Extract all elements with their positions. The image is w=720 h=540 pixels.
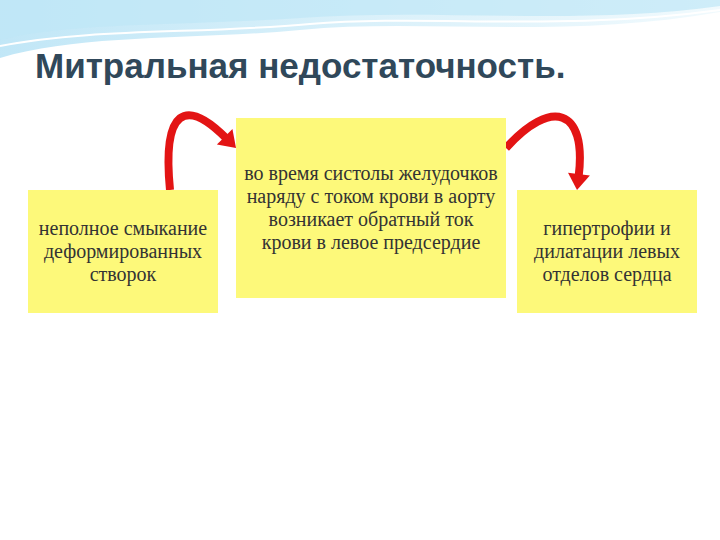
arrow-line <box>506 117 580 176</box>
process-box: во время систолы желудочков наряду с ток… <box>236 118 506 298</box>
slide-title: Митральная недостаточность. <box>35 44 565 88</box>
box-text: гипертрофии и дилатации левых отделов се… <box>523 217 691 286</box>
arrow-line <box>168 115 226 190</box>
curved-arrow <box>506 117 590 190</box>
process-box: гипертрофии и дилатации левых отделов се… <box>517 190 697 313</box>
arrow-head <box>217 129 236 148</box>
curved-arrow <box>168 115 236 190</box>
top-wave-line <box>0 10 720 46</box>
arrow-head <box>568 173 590 190</box>
box-text: во время систолы желудочков наряду с ток… <box>242 162 500 254</box>
box-text: неполное смыкание деформированных створо… <box>34 217 212 286</box>
process-box: неполное смыкание деформированных створо… <box>28 190 218 313</box>
